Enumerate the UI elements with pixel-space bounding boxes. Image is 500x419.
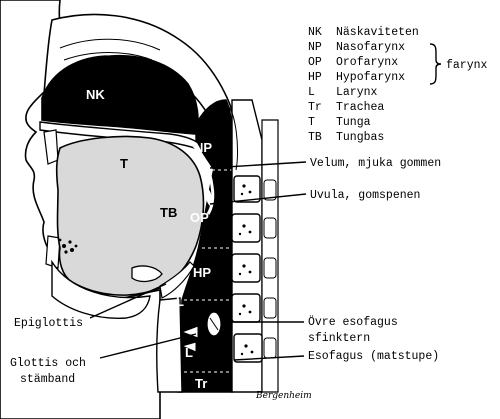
callout-epiglottis: Epiglottis — [14, 317, 83, 330]
legend-text: Nasofarynx — [336, 41, 405, 54]
callout-glottis-line2: stämband — [20, 373, 75, 386]
legend-text: Hypofarynx — [336, 71, 405, 84]
nasal-cavity-region — [41, 54, 199, 135]
callout-velum: Velum, mjuka gommen — [310, 157, 441, 170]
legend-text: Trachea — [336, 101, 384, 114]
legend-text: Orofarynx — [336, 56, 398, 69]
legend-abbr: NP — [308, 41, 322, 54]
legend-brace-icon — [429, 43, 442, 85]
larynx-cartilage — [155, 297, 183, 393]
region-label-nk: NK — [86, 87, 105, 102]
legend-abbr: L — [308, 86, 315, 99]
cervical-spine — [225, 99, 279, 393]
region-label-np: NP — [194, 140, 212, 155]
legend-text: Tungbas — [336, 131, 384, 144]
mandible — [51, 259, 151, 319]
legend: NK Näskaviteten NP Nasofarynx OP Orofary… — [308, 26, 488, 144]
bone-texture — [58, 238, 78, 254]
hyoid-bone — [131, 265, 163, 283]
nasopharynx-region — [195, 99, 234, 171]
region-label-t: T — [120, 156, 128, 171]
legend-abbr: Tr — [308, 101, 322, 114]
legend-abbr: NK — [308, 26, 322, 39]
legend-group-label: farynx — [446, 59, 488, 72]
region-label-tb: TB — [160, 205, 177, 220]
epiglottis-shape — [159, 261, 195, 299]
callout-glottis-line1: Glottis och — [10, 357, 86, 370]
region-label-hp: HP — [193, 265, 211, 280]
legend-abbr: HP — [308, 71, 322, 84]
velum — [192, 144, 215, 215]
region-label-tr: Tr — [195, 376, 207, 391]
legend-abbr: T — [308, 116, 315, 129]
uvula-shape — [205, 186, 213, 206]
region-separators — [184, 169, 232, 373]
region-label-l-upper: L — [176, 294, 184, 309]
legend-text: Tunga — [336, 116, 371, 129]
legend-abbr: TB — [308, 131, 322, 144]
callout-uvula: Uvula, gomspenen — [310, 189, 420, 202]
region-label-l-lower: L — [185, 345, 193, 360]
region-label-op: OP — [190, 210, 209, 225]
teeth — [43, 129, 61, 269]
callout-lines — [89, 161, 307, 361]
callout-ovre-line1: Övre esofagus — [308, 316, 398, 329]
legend-text: Näskaviteten — [336, 26, 419, 39]
callout-esofagus: Esofagus (matstupe) — [308, 350, 439, 363]
legend-abbr: OP — [308, 56, 322, 69]
callout-ovre-line2: sfinktern — [308, 332, 370, 345]
artist-signature: Bergenheim — [255, 391, 312, 401]
legend-text: Larynx — [336, 86, 378, 99]
